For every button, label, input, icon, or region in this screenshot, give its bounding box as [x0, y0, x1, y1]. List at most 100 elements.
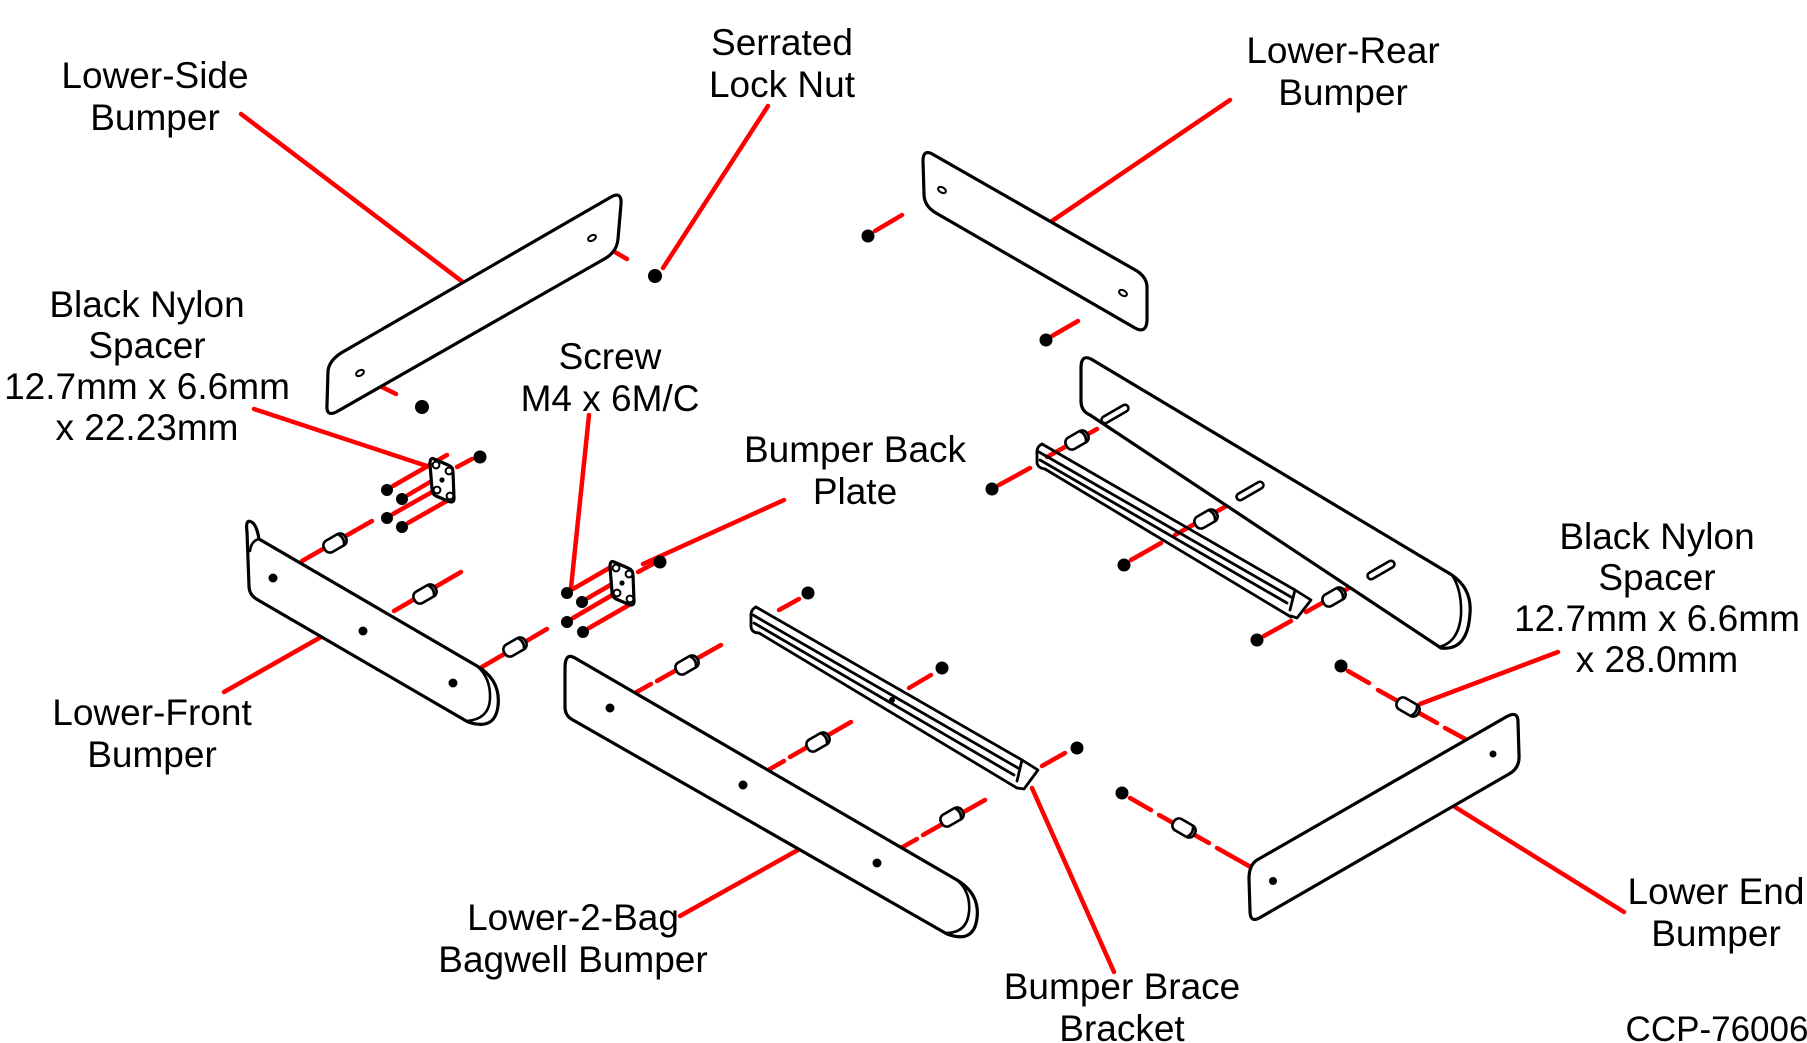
mount-hole [1269, 877, 1277, 885]
part-bumper-back-plate [428, 456, 456, 504]
leader-spacer-2223 [251, 406, 436, 471]
serrated-lock-nut [648, 269, 662, 283]
label-line: Lower-Front [52, 692, 252, 733]
leader-serrated-lock-nut [660, 103, 771, 271]
label-line: Black Nylon [49, 284, 244, 325]
spacer-cylinder [1064, 429, 1090, 451]
screw-head [381, 484, 393, 496]
axis-line [454, 456, 475, 470]
lower-end-bumper-panel [1247, 712, 1521, 922]
label-lower-2bag-bagwell-bumper: Lower-2-Bag Bagwell Bumper [438, 897, 707, 980]
screw-head [861, 229, 875, 243]
label-line: Spacer [88, 325, 205, 366]
screw-head [1115, 786, 1129, 800]
axis-line [776, 596, 802, 613]
spacer-cylinder [502, 636, 528, 658]
screw-head [561, 587, 573, 599]
mount-hole [605, 703, 615, 713]
stud [1235, 480, 1265, 502]
screw-head [985, 482, 999, 496]
axis-line [405, 495, 455, 526]
screw-head [576, 596, 588, 608]
axis-line [635, 561, 656, 575]
label-bumper-brace-bracket: Bumper Brace Bracket [1004, 966, 1241, 1043]
screw-head [381, 512, 393, 524]
part-bumper-brace-bracket-right [1035, 442, 1313, 620]
brace-bracket-lines [751, 605, 1024, 790]
lower-rear-bumper-panel [921, 150, 1149, 332]
label-screw-m4: Screw M4 x 6M/C [521, 336, 700, 419]
spacer-cylinder [1193, 508, 1219, 530]
label-black-nylon-spacer-2223: Black Nylon Spacer 12.7mm x 6.6mm x 22.2… [4, 284, 290, 448]
axis-line [1049, 318, 1081, 339]
plate-hole [444, 466, 454, 476]
mount-hole [355, 368, 365, 378]
brace-bracket-right-end [1288, 588, 1313, 620]
brace-bracket-right-end [1015, 758, 1040, 791]
axis-line [1039, 750, 1068, 769]
label-line: Bumper [1278, 72, 1408, 113]
end-cap-curl [944, 878, 971, 935]
mount-hole [937, 185, 947, 195]
label-line: Lower-Rear [1246, 30, 1439, 71]
part-lower-2bag-bagwell-bumper [563, 654, 979, 939]
drawing-code: CCP-76006 [1626, 1010, 1807, 1043]
axis-line [872, 212, 905, 234]
spacer-cylinder [805, 731, 831, 753]
plate-hole [445, 491, 455, 501]
screw-head [1334, 659, 1348, 673]
stud [1100, 403, 1130, 425]
screw-head [396, 521, 408, 533]
part-right-rear-channel-bumper [1079, 356, 1472, 650]
leader-bumper-back-plate [640, 497, 787, 567]
spacer-cylinder [939, 806, 965, 828]
serrated-lock-nut [473, 450, 487, 464]
label-serrated-lock-nut: Serrated Lock Nut [709, 22, 856, 105]
label-line: x 22.23mm [55, 407, 238, 448]
label-line: M4 x 6M/C [521, 378, 700, 419]
part-lower-front-bumper [245, 519, 500, 726]
serrated-lock-nut [1070, 741, 1084, 755]
spacer-cylinder [1321, 586, 1347, 608]
label-lower-front-bumper: Lower-Front Bumper [52, 692, 252, 775]
axis-line [906, 672, 934, 691]
mount-hole [587, 233, 597, 243]
label-line: Bagwell Bumper [438, 939, 707, 980]
brace-bracket-lines [1037, 442, 1297, 619]
axis-line [586, 602, 632, 631]
end-cap-curl [465, 664, 492, 723]
lower-front-bumper-panel [245, 519, 500, 726]
leader-lower-side-bumper [238, 111, 471, 289]
axis-line [996, 465, 1033, 488]
axis-line [1127, 795, 1154, 813]
end-tab-curl [248, 537, 261, 553]
mount-hole [1489, 750, 1497, 758]
lower-side-bumper-panel [325, 193, 623, 416]
spacer-cylinder [674, 654, 700, 676]
label-line: Bumper Back [744, 429, 967, 470]
leader-spacer-280 [1417, 649, 1561, 707]
spacer-cylinders [322, 429, 1421, 839]
screw-head [1117, 558, 1131, 572]
screw-head [561, 616, 573, 628]
serrated-lock-nut [801, 586, 815, 600]
serrated-lock-nut [415, 400, 429, 414]
axis-line [1214, 845, 1259, 873]
label-line: Bumper [87, 734, 217, 775]
spacer-cylinder-28mm [1395, 696, 1421, 718]
label-line: Screw [559, 336, 662, 377]
part-lower-end-bumper [1247, 712, 1521, 922]
mount-hole [448, 678, 458, 688]
leader-bumper-brace-bracket [1029, 785, 1117, 975]
axis-line [1345, 668, 1372, 686]
axis-line [1128, 540, 1164, 563]
brace-bracket-left-end [1035, 442, 1047, 471]
label-line: 12.7mm x 6.6mm [4, 366, 290, 407]
mount-hole [872, 858, 882, 868]
part-lower-side-bumper [325, 193, 623, 416]
leader-lower-rear-bumper [1049, 97, 1233, 224]
spacer-cylinder [322, 532, 348, 554]
axis-line [570, 564, 614, 592]
